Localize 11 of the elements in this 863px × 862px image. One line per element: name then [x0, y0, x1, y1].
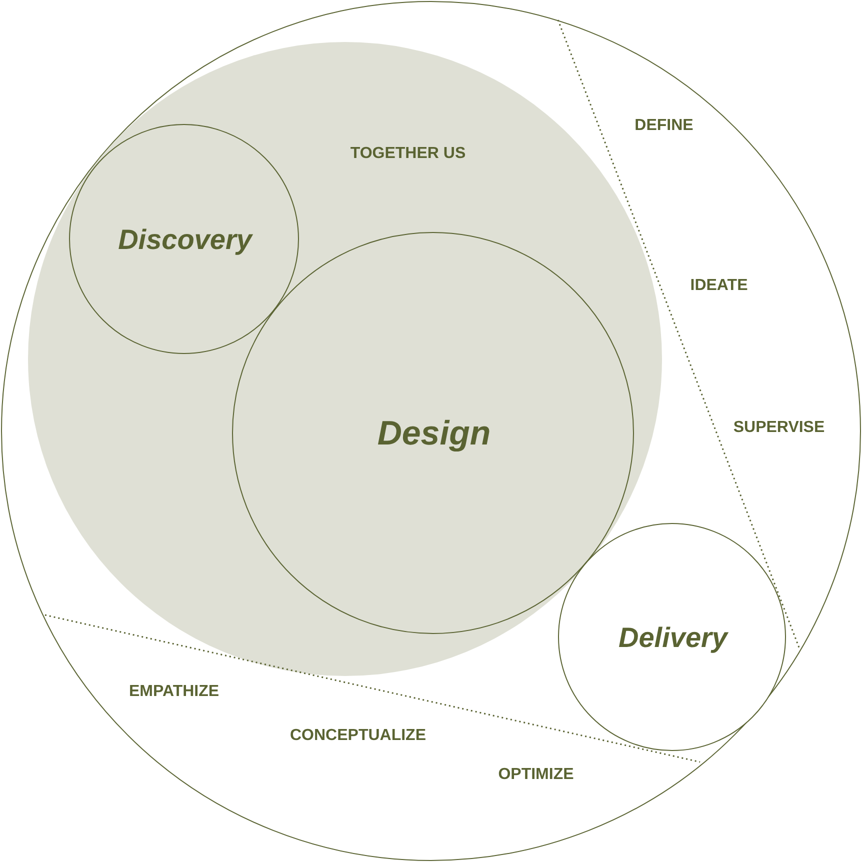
circle-label: Discovery [118, 224, 252, 256]
stage-label: CONCEPTUALIZE [290, 727, 426, 745]
stage-label: EMPATHIZE [128, 683, 220, 701]
stage-label: SUPERVISE [733, 419, 825, 437]
circle [69, 124, 299, 354]
circle-label: Design [377, 414, 491, 454]
circle-label: Delivery [618, 622, 728, 654]
stage-label: OPTIMIZE [498, 766, 574, 784]
stage-label: IDEATE [690, 277, 748, 295]
circle-label: TOGETHER US [350, 145, 466, 163]
stage-label: DEFINE [634, 117, 694, 135]
